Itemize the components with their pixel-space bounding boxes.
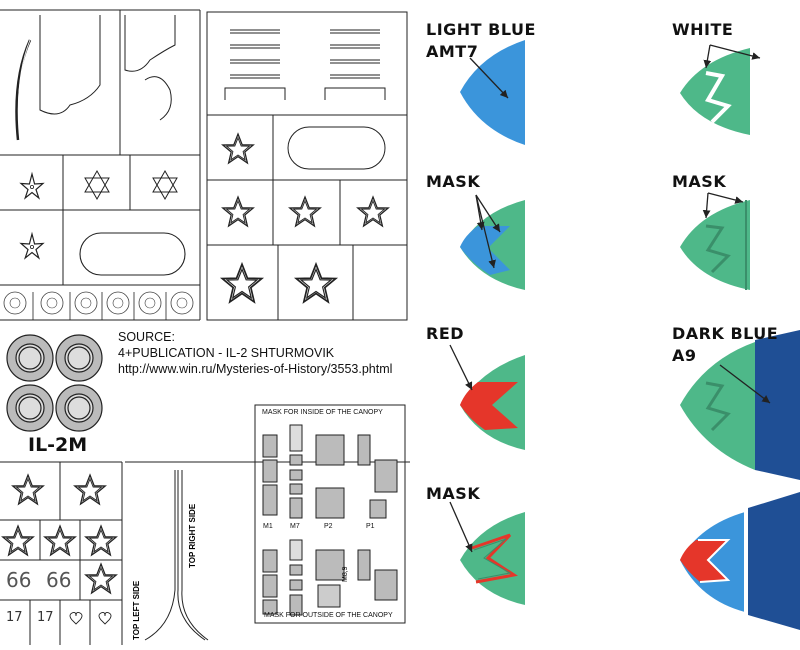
step-sublabel-a9: A9: [672, 346, 697, 365]
decal-sheet-art: [0, 9, 410, 645]
model-title: IL-2M: [28, 434, 88, 456]
source-heading: SOURCE:: [118, 330, 175, 344]
step-dark-blue-diagram: [680, 330, 800, 480]
step-label-mask: MASK: [426, 172, 481, 191]
step-mask-diagram: [449, 501, 525, 605]
mask-inside-title: MASK FOR INSIDE OF THE CANOPY: [262, 409, 383, 416]
step-label-mask: MASK: [672, 172, 727, 191]
number-decal: 66: [6, 568, 32, 592]
step-sublabel-amt7: AMT7: [426, 42, 479, 61]
step-label-mask: MASK: [426, 484, 481, 503]
step-label-dark-blue: DARK BLUE: [672, 324, 779, 343]
mask-label-p2: P2: [324, 523, 333, 530]
step-label-red: RED: [426, 324, 465, 343]
source-line: 4+PUBLICATION - IL-2 SHTURMOVIK: [118, 346, 335, 360]
top-left-side-label: TOP LEFT SIDE: [132, 580, 141, 640]
decal-block-bottom-left: [0, 461, 123, 645]
step-label-light-blue: LIGHT BLUE: [426, 20, 536, 39]
step-mask-diagram: [460, 194, 525, 290]
canopy-masks: [254, 404, 406, 624]
wheel-decals: [6, 334, 103, 432]
small-number-decal: 17: [6, 610, 23, 625]
step-white-diagram: [680, 44, 761, 135]
decal-block-top-left: [0, 9, 201, 321]
step-label-white: WHITE: [672, 20, 734, 39]
step-light-blue-diagram: [460, 40, 525, 145]
number-decal: 66: [46, 568, 72, 592]
painting-steps: LIGHT BLUE AMT7 WHITE MASK MASK RED DARK…: [410, 0, 800, 645]
mask-label-p1: P1: [366, 523, 375, 530]
final-paint-diagram: [680, 492, 800, 630]
mask-label-m1: M1: [263, 523, 273, 530]
decal-sheet: SOURCE: 4+PUBLICATION - IL-2 SHTURMOVIK …: [0, 9, 410, 645]
source-url: http://www.win.ru/Mysteries-of-History/3…: [118, 362, 393, 376]
step-red-diagram: [449, 344, 525, 450]
step-mask-diagram: [680, 192, 750, 290]
mask-outside-title: MASK FOR OUTSIDE OF THE CANOPY: [264, 612, 393, 619]
top-right-side-label: TOP RIGHT SIDE: [188, 503, 197, 568]
mask-label-m89: M8,9: [342, 566, 349, 582]
decal-block-top-right: [206, 11, 408, 321]
mask-label-m7: M7: [290, 523, 300, 530]
painting-steps-art: [449, 40, 800, 630]
small-number-decal: 17: [37, 610, 54, 625]
